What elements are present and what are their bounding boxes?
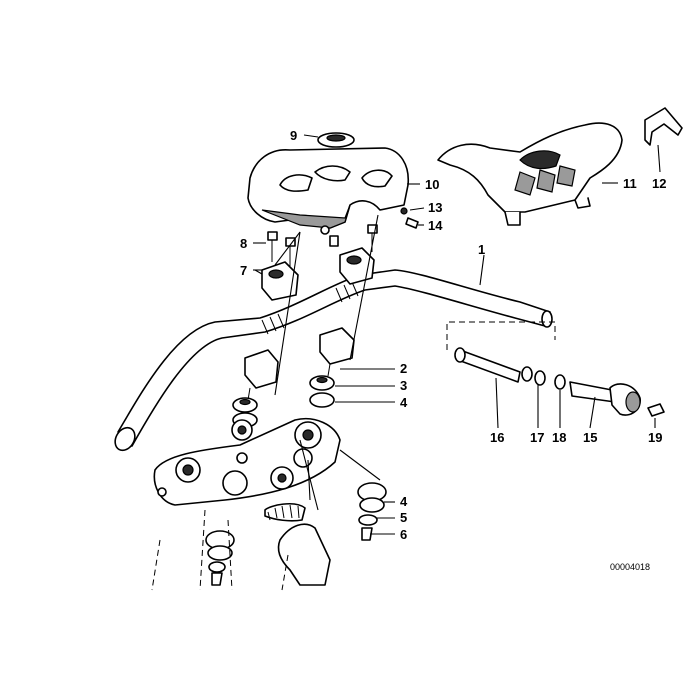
clip — [644, 107, 683, 146]
upper-clamps — [261, 247, 375, 301]
callout-19: 19 — [648, 430, 662, 445]
cover-screws — [400, 207, 419, 229]
cover-cap — [317, 132, 355, 148]
bar-end-assembly — [446, 321, 665, 417]
trim-cover — [437, 122, 623, 226]
leader-lines — [151, 134, 661, 591]
callout-15: 15 — [583, 430, 597, 445]
callout-4-upper: 4 — [400, 395, 408, 410]
callout-1: 1 — [478, 242, 485, 257]
callout-9: 9 — [290, 128, 297, 143]
callout-labels: 1 2 3 4 4 5 6 7 8 9 10 11 12 13 14 15 16… — [240, 128, 666, 572]
callout-3: 3 — [400, 378, 407, 393]
rubber-bushings — [232, 375, 335, 428]
lower-bushings — [205, 482, 387, 586]
lower-clamps — [244, 327, 355, 401]
callout-2: 2 — [400, 361, 407, 376]
callout-18: 18 — [552, 430, 566, 445]
fork-bridge — [153, 418, 341, 506]
callout-16: 16 — [490, 430, 504, 445]
callout-12: 12 — [652, 176, 666, 191]
callout-13: 13 — [428, 200, 442, 215]
callout-14: 14 — [428, 218, 443, 233]
callout-4-lower: 4 — [400, 494, 408, 509]
callout-11: 11 — [623, 176, 637, 191]
screws — [267, 224, 378, 266]
callout-6: 6 — [400, 527, 407, 542]
callout-17: 17 — [530, 430, 544, 445]
callout-8: 8 — [240, 236, 247, 251]
callout-5: 5 — [400, 510, 407, 525]
callout-7: 7 — [240, 263, 247, 278]
handlebar-tube — [114, 269, 553, 452]
callout-10: 10 — [425, 177, 439, 192]
steering-stem — [264, 502, 331, 586]
handlebar-cover — [247, 147, 410, 229]
diagram-reference-number: 00004018 — [610, 562, 650, 572]
